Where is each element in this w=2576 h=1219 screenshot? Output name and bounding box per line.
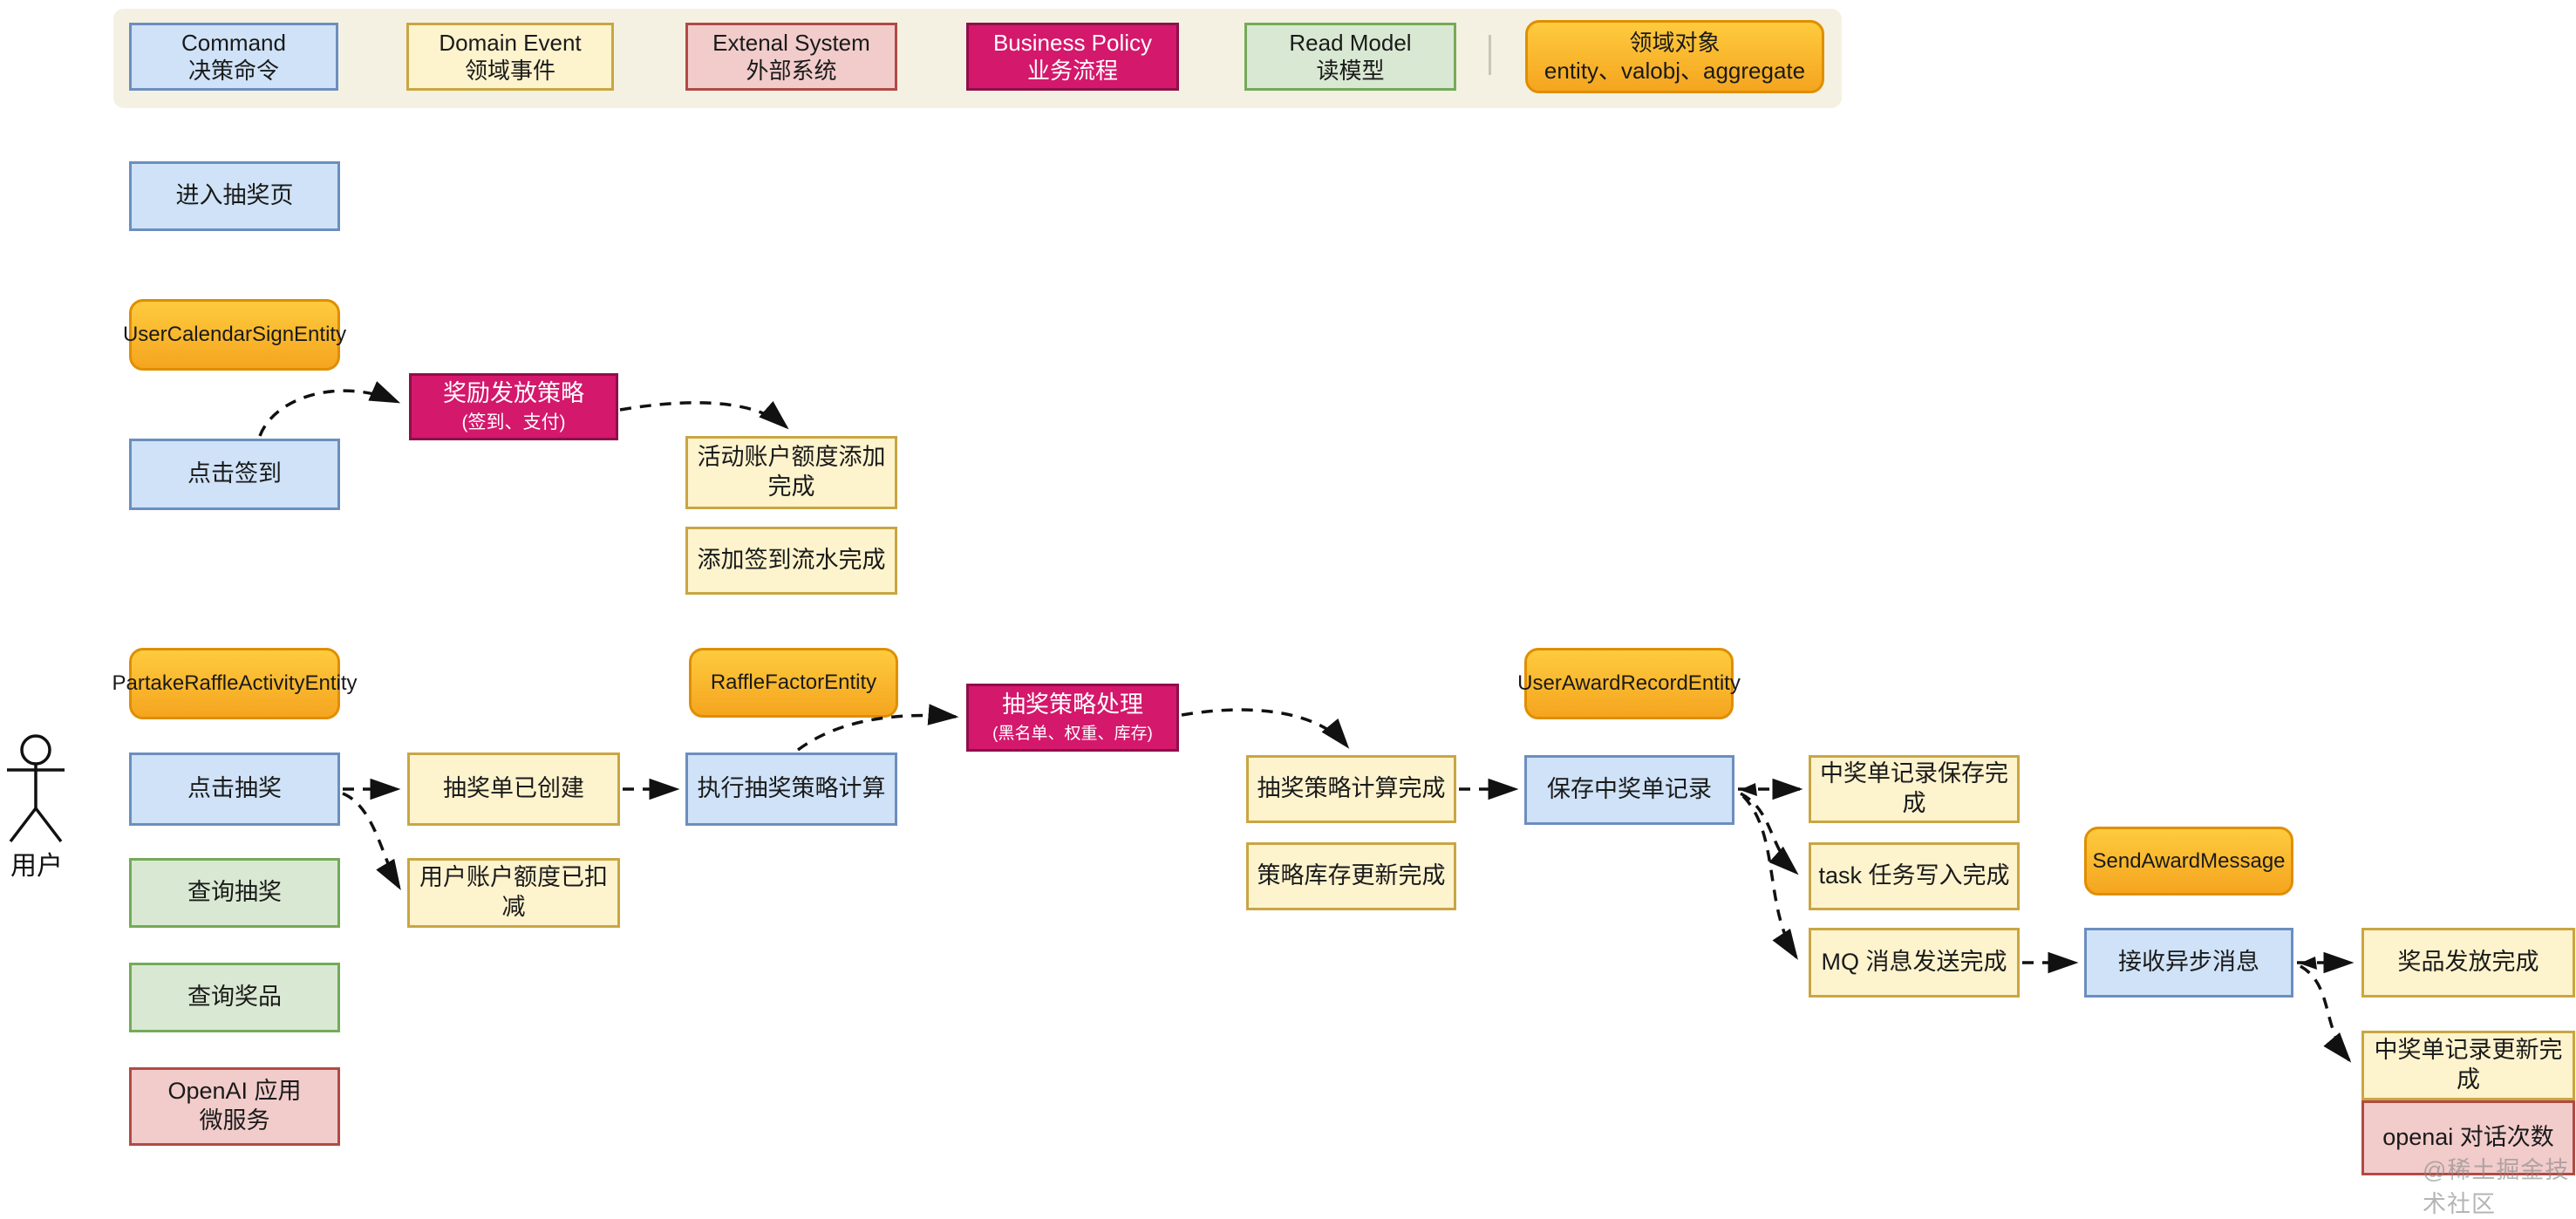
arrow-receive-msg-to-record-updated [2300,964,2352,1063]
node-receive-async-msg: 接收异步消息 [2084,928,2293,998]
node-user-award-record-entity: UserAwardRecordEntity [1517,648,1741,719]
arrow-click-raffle-to-quota-deducted [342,792,401,890]
node-send-award-message: SendAwardMessage [2084,827,2293,896]
node-award-send-done: 奖品发放完成 [2361,928,2575,998]
legend-divider [1489,35,1491,75]
junction-arrowhead-receive-msg [2300,957,2317,970]
arrow-reward-policy-to-quota-added [619,400,789,430]
node-query-award: 查询奖品 [129,963,340,1032]
node-enter-raffle-page: 进入抽奖页 [129,161,340,231]
user-actor-label: 用户 [10,852,63,881]
node-openai-app: OpenAI 应用 微服务 [129,1067,340,1146]
user-actor-icon [7,734,65,843]
event-storming-diagram: Command 决策命令 Domain Event 领域事件 Extenal S… [7,9,2575,1217]
node-user-calendar-sign-entity: UserCalendarSignEntity [123,299,346,371]
node-user-quota-deducted: 用户账户额度已扣减 [407,858,620,928]
node-query-raffle: 查询抽奖 [129,858,340,928]
node-exec-raffle-calc: 执行抽奖策略计算 [685,753,897,826]
legend-domain-object: 领域对象 entity、valobj、aggregate [1525,20,1824,93]
node-task-write-done: task 任务写入完成 [1809,842,2020,910]
node-save-award-record: 保存中奖单记录 [1524,755,1734,825]
node-raffle-policy: 抽奖策略处理 (黑名单、权重、库存) [966,684,1179,752]
node-raffle-factor-entity: RaffleFactorEntity [689,648,898,718]
node-click-sign-in: 点击签到 [129,439,340,510]
node-reward-policy: 奖励发放策略 (签到、支付) [409,373,618,440]
node-raffle-calc-done: 抽奖策略计算完成 [1246,755,1456,823]
node-stock-update-done: 策略库存更新完成 [1246,842,1456,910]
legend-domain-event: Domain Event 领域事件 [406,23,614,91]
node-mq-sent-done: MQ 消息发送完成 [1809,928,2020,998]
legend-business-policy: Business Policy 业务流程 [966,23,1179,91]
junction-arrowhead-save-record [1740,783,1757,796]
arrow-raffle-policy-to-calc-done [1181,708,1350,749]
legend-command: Command 决策命令 [129,23,338,91]
arrow-save-record-to-task-done [1740,792,1799,875]
node-openai-chat-count: openai 对话次数 [2361,1100,2575,1175]
node-award-record-saved: 中奖单记录保存完成 [1809,755,2020,823]
legend-read-model: Read Model 读模型 [1244,23,1456,91]
node-click-raffle: 点击抽奖 [129,753,340,826]
raffle-policy-subtitle: (黑名单、权重、库存) [992,725,1153,743]
connector-arrows [258,381,2355,1063]
reward-policy-subtitle: (签到、支付) [461,412,566,433]
node-sign-flow-added: 添加签到流水完成 [685,527,897,595]
legend-external-system: Extenal System 外部系统 [685,23,897,91]
node-account-quota-added: 活动账户额度添加完成 [685,436,897,509]
node-raffle-order-created: 抽奖单已创建 [407,753,620,826]
watermark: @稀土掘金技术社区 [2423,1157,2570,1217]
node-award-record-updated: 中奖单记录更新完成 [2361,1031,2575,1100]
node-partake-raffle-activity-entity: PartakeRaffleActivityEntity [112,648,358,719]
arrow-sign-to-reward-policy [258,381,401,437]
reward-policy-title: 奖励发放策略 [443,379,584,406]
arrow-save-record-to-mq-done [1741,794,1798,960]
arrow-exec-calc-to-raffle-policy [796,704,959,752]
raffle-policy-title: 抽奖策略处理 [1002,691,1143,718]
